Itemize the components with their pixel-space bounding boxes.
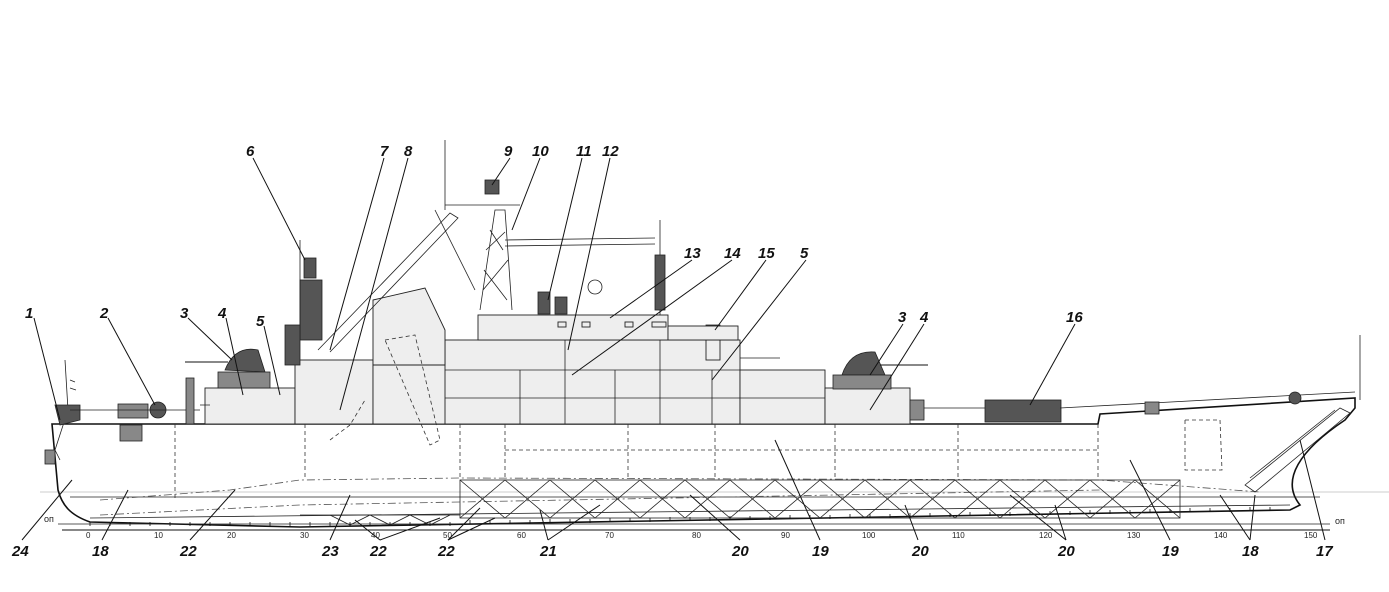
frame-number: 20 xyxy=(227,531,236,540)
callout-label: 13 xyxy=(684,245,701,262)
frame-number: 30 xyxy=(300,531,309,540)
frame-number: 40 xyxy=(371,531,380,540)
callout-label: 3 xyxy=(180,305,189,322)
callout-label: 4 xyxy=(919,309,929,326)
callouts-bottom: 24 18 22 23 22 22 21 20 19 20 20 19 18 1… xyxy=(11,543,1333,560)
frame-number: 100 xyxy=(862,531,876,540)
superstructure xyxy=(204,287,911,425)
frame-number: 150 xyxy=(1304,531,1318,540)
callout-label: 10 xyxy=(532,143,549,160)
callout-label: 16 xyxy=(1066,309,1083,326)
callout-label: 5 xyxy=(256,313,265,330)
callout-label: 18 xyxy=(92,543,109,560)
frame-number: 50 xyxy=(443,531,452,540)
callout-label: 21 xyxy=(539,543,557,560)
frame-number: 90 xyxy=(781,531,790,540)
callout-label: 23 xyxy=(321,543,339,560)
frame-number: 10 xyxy=(154,531,163,540)
callout-label: 15 xyxy=(758,245,775,262)
frame-number: 80 xyxy=(692,531,701,540)
leader-lines xyxy=(21,157,1326,541)
callout-label: 19 xyxy=(1162,543,1179,560)
callout-label: 2 xyxy=(99,305,109,322)
callout-label: 7 xyxy=(380,143,389,160)
callout-label: 19 xyxy=(812,543,829,560)
callouts-top: 1 2 3 4 5 6 7 8 9 10 11 12 13 14 15 5 3 … xyxy=(25,143,1083,330)
callout-label: 5 xyxy=(800,245,809,262)
callout-label: 17 xyxy=(1316,543,1333,560)
callout-label: 11 xyxy=(576,143,592,160)
callout-label: 8 xyxy=(404,143,413,160)
callout-label: 20 xyxy=(731,543,749,560)
frame-number: 140 xyxy=(1214,531,1228,540)
callout-label: 12 xyxy=(602,143,619,160)
callout-label: 1 xyxy=(25,305,33,322)
callout-label: 3 xyxy=(898,309,907,326)
callout-label: 9 xyxy=(504,143,513,160)
callout-label: 4 xyxy=(217,305,227,322)
callout-label: 18 xyxy=(1242,543,1259,560)
callout-label: 6 xyxy=(246,143,255,160)
callout-label: 14 xyxy=(724,245,741,262)
frame-ticks xyxy=(89,507,1271,526)
deck-equipment xyxy=(44,140,1361,493)
frame-number: 70 xyxy=(605,531,614,540)
hull-internal-lines xyxy=(99,334,1261,516)
frame-number: 110 xyxy=(952,531,965,540)
baseline-label-right: оп xyxy=(1335,516,1345,526)
callout-label: 22 xyxy=(437,543,455,560)
frame-number: 60 xyxy=(517,531,526,540)
frame-number: 0 xyxy=(86,531,91,540)
baseline-label-left: оп xyxy=(44,514,54,524)
callout-label: 22 xyxy=(369,543,387,560)
callout-label: 20 xyxy=(1057,543,1075,560)
callout-label: 24 xyxy=(11,543,29,560)
frame-scale: оп оп 0 10 20 30 40 50 60 70 80 90 100 1… xyxy=(44,514,1345,540)
frame-number: 120 xyxy=(1039,531,1053,540)
callout-label: 20 xyxy=(911,543,929,560)
callout-label: 22 xyxy=(179,543,197,560)
frame-number: 130 xyxy=(1127,531,1141,540)
